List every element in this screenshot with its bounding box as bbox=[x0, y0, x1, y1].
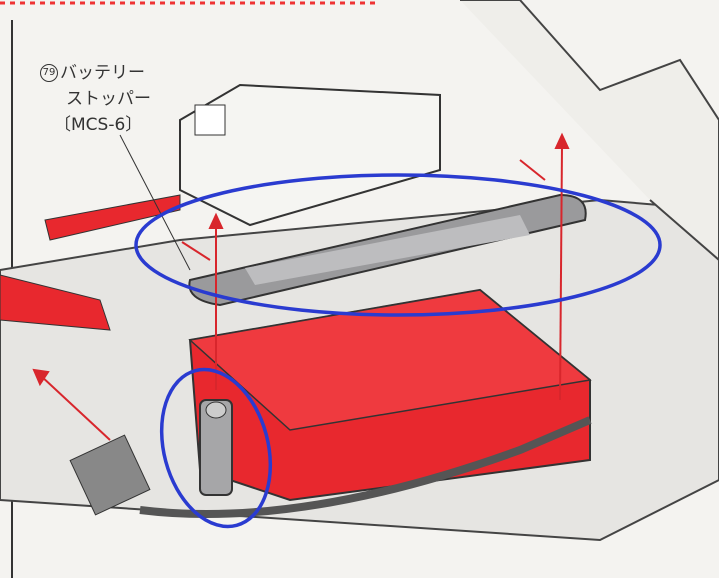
arrows bbox=[32, 132, 570, 441]
highlight-post bbox=[159, 367, 273, 529]
receiver-box bbox=[179, 83, 441, 227]
battery-cord bbox=[139, 416, 592, 518]
highlight-stopper bbox=[134, 173, 662, 317]
part-number: 79 bbox=[40, 64, 58, 82]
red-wire bbox=[44, 194, 181, 241]
part-name-line2: ストッパー bbox=[66, 89, 151, 109]
leader-line bbox=[119, 134, 191, 271]
battery-post bbox=[199, 399, 233, 496]
part-code: 〔MCS-6〕 bbox=[54, 115, 143, 135]
post-top bbox=[205, 401, 227, 419]
receiver-switch bbox=[194, 104, 226, 136]
red-wire-left bbox=[0, 274, 111, 331]
battery-top bbox=[188, 289, 592, 431]
chassis-rear bbox=[460, 0, 719, 262]
connector bbox=[69, 434, 151, 516]
part-name-line1: バッテリー bbox=[60, 63, 145, 83]
stopper-slot bbox=[245, 215, 530, 285]
